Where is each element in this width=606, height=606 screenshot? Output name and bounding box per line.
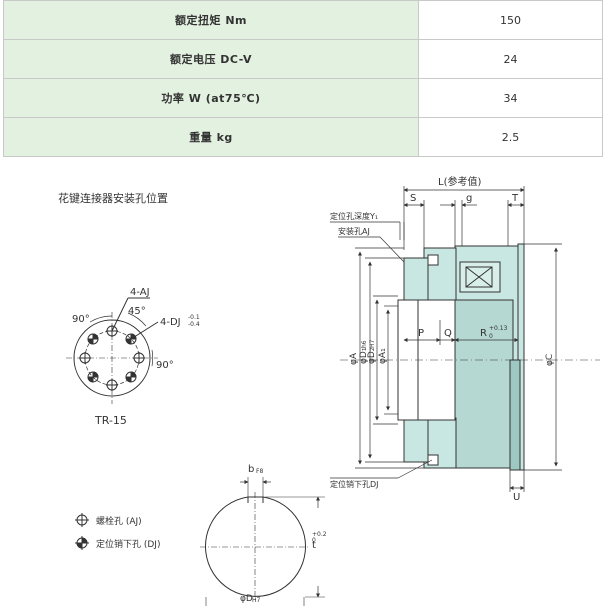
legend-bolt: 螺栓孔 (AJ): [96, 515, 142, 527]
spec-value: 24: [418, 39, 603, 79]
pin-hole: [125, 371, 137, 383]
spec-label: 额定扭矩 Nm: [3, 0, 419, 40]
t-tol-low: 0: [312, 537, 316, 544]
angle-90-label: 90°: [156, 360, 174, 371]
t-label: t: [312, 540, 316, 551]
pin-hole: [87, 371, 99, 383]
R-tol-upper: +0.13: [489, 325, 508, 332]
dimension-lines: [330, 186, 562, 492]
phiD2-fit: H7: [369, 339, 376, 348]
phiD-fit: H7: [252, 597, 261, 604]
pin-hole: [125, 333, 137, 345]
spec-label: 功率 W (at75℃): [3, 78, 419, 118]
bolt-hole: [133, 352, 145, 364]
angle-45-label: 45°: [128, 306, 146, 317]
AJ-label: 安装孔AJ: [338, 226, 370, 236]
pin-hole-legend-icon: [75, 536, 89, 550]
spec-value: 34: [418, 78, 603, 118]
spec-label: 重量 kg: [3, 117, 419, 157]
spec-value: 2.5: [418, 117, 603, 157]
t-tol: +0.2: [312, 531, 327, 538]
g-label: g: [466, 193, 472, 204]
b-label: b: [248, 464, 254, 475]
DJ-label: 定位销下孔DJ: [330, 479, 379, 489]
legend-pin: 定位销下孔 (DJ): [96, 538, 160, 550]
R-label: R: [480, 328, 487, 339]
phiD-label: φD: [240, 594, 253, 604]
spec-label: 额定电压 DC-V: [3, 39, 419, 79]
phiD1-label: φD₁: [359, 347, 369, 364]
b-fit: F8: [256, 468, 263, 475]
hole-layout-title: 花键连接器安装孔位置: [58, 191, 168, 205]
dj-tol-upper: -0.1: [188, 314, 200, 321]
aj-label: 4-AJ: [130, 287, 150, 298]
bolt-hole: [79, 352, 91, 364]
dj-label: 4-DJ: [160, 317, 181, 328]
phiD1-fit: h6: [361, 340, 368, 348]
pin-hole: [87, 333, 99, 345]
technical-drawing: 花键连接器安装孔位置 4-AJ 4-DJ -0.1 -0.4 90° 45° 9…: [58, 175, 600, 606]
S-label: S: [410, 193, 416, 204]
bolt-hole-legend-icon: [75, 513, 89, 527]
spec-value: 150: [418, 0, 603, 40]
bolt-hole: [106, 379, 118, 391]
model-label: TR-15: [94, 414, 127, 427]
T-label: T: [511, 193, 519, 204]
spec-row: 额定电压 DC-V 24: [3, 39, 603, 79]
U-label: U: [513, 492, 520, 503]
side-section-view: [340, 243, 600, 471]
dj-tol-lower: -0.4: [188, 321, 200, 328]
shaft-keyway-view: [200, 477, 325, 606]
spec-row: 功率 W (at75℃) 34: [3, 78, 603, 118]
L-label: L(参考值): [438, 175, 481, 188]
spec-table: 额定扭矩 Nm 150 额定电压 DC-V 24 功率 W (at75℃) 34…: [3, 0, 603, 157]
R-tol-lower: 0: [489, 333, 493, 340]
Y1-label: 定位孔深度Y₁: [330, 211, 378, 221]
phiA-label: φA: [349, 352, 359, 365]
angle-90-label: 90°: [72, 314, 90, 325]
P-label: P: [418, 328, 424, 339]
spec-row: 额定扭矩 Nm 150: [3, 0, 603, 40]
phiD2-label: φD₂: [367, 347, 377, 364]
phiA1-label: φA₁: [378, 348, 388, 364]
phiC-label: φC: [545, 354, 555, 366]
hole-pattern-view: [66, 297, 159, 404]
Q-label: Q: [444, 328, 452, 339]
spec-row: 重量 kg 2.5: [3, 117, 603, 157]
